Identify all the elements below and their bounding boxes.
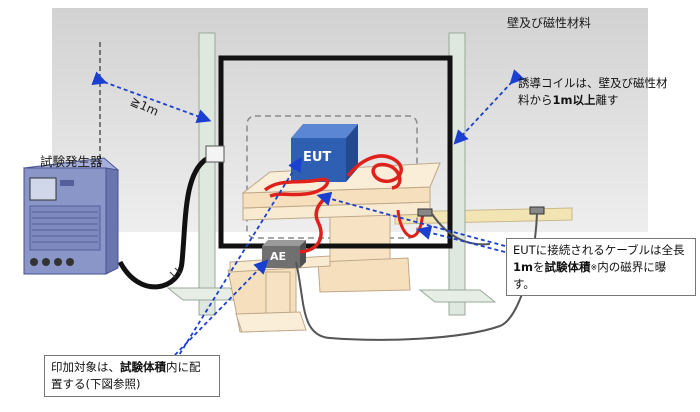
eut-cable bbox=[346, 154, 403, 190]
cable-callout-mid: を bbox=[533, 260, 545, 274]
apply-callout-line2: 置する(下図参照) bbox=[51, 377, 141, 391]
pointer-eut bbox=[175, 156, 302, 361]
test-generator bbox=[22, 157, 120, 275]
coil-callout-line1: 誘導コイルは、壁及び磁性材 bbox=[518, 76, 668, 90]
cable-callout-line2: 1mを試験体積※内の磁界に曝 bbox=[513, 259, 689, 276]
cable-callout: EUTに接続されるケーブルは全長 1mを試験体積※内の磁界に曝 す。 bbox=[506, 238, 696, 296]
ae-label: AE bbox=[270, 250, 287, 263]
generator-label: 試験発生器 bbox=[40, 154, 103, 169]
eut-box bbox=[291, 124, 358, 182]
cable-callout-line1: EUTに接続されるケーブルは全長 bbox=[513, 243, 685, 257]
eut-label: EUT bbox=[303, 150, 332, 165]
eut-cable-coil bbox=[263, 177, 330, 198]
pointer-eut-cable bbox=[316, 191, 506, 247]
cable-callout-post: 内の磁界に曝 bbox=[597, 260, 667, 274]
gray-cable-2 bbox=[431, 213, 491, 246]
generator-cable bbox=[117, 153, 215, 290]
coil-callout-line2: 料から1m以上離す bbox=[518, 92, 678, 109]
pointer-ae bbox=[169, 259, 269, 361]
cable-break-mark bbox=[169, 267, 182, 279]
pointer-side-cable bbox=[416, 225, 506, 253]
cable-callout-sup: ※ bbox=[590, 263, 598, 272]
apply-callout-post: 内に配 bbox=[166, 360, 201, 374]
connector-right bbox=[529, 206, 545, 215]
apply-callout-pre: 印加対象は、 bbox=[51, 360, 120, 374]
connector-left bbox=[417, 208, 433, 217]
cable-callout-bold-a: 1m bbox=[513, 260, 533, 274]
apply-callout-bold: 試験体積 bbox=[120, 360, 166, 374]
coil-connector bbox=[205, 145, 225, 163]
coil-distance-callout: 誘導コイルは、壁及び磁性材 料から1m以上離す bbox=[512, 72, 684, 114]
apply-callout-line1: 印加対象は、試験体積内に配 bbox=[51, 359, 213, 376]
cable-callout-bold-b: 試験体積 bbox=[544, 260, 591, 274]
ae-box bbox=[262, 240, 306, 268]
apply-target-callout: 印加対象は、試験体積内に配 置する(下図参照) bbox=[44, 355, 220, 397]
cable-callout-line3: す。 bbox=[513, 277, 535, 291]
coil-callout-post: 離す bbox=[595, 93, 619, 107]
coil-callout-pre: 料から bbox=[518, 93, 553, 107]
wall-material-label: 壁及び磁性材料 bbox=[507, 16, 592, 30]
coil-callout-bold: 1m以上 bbox=[552, 93, 596, 107]
back-plank bbox=[394, 207, 573, 225]
distance-arrow-left bbox=[91, 71, 212, 124]
